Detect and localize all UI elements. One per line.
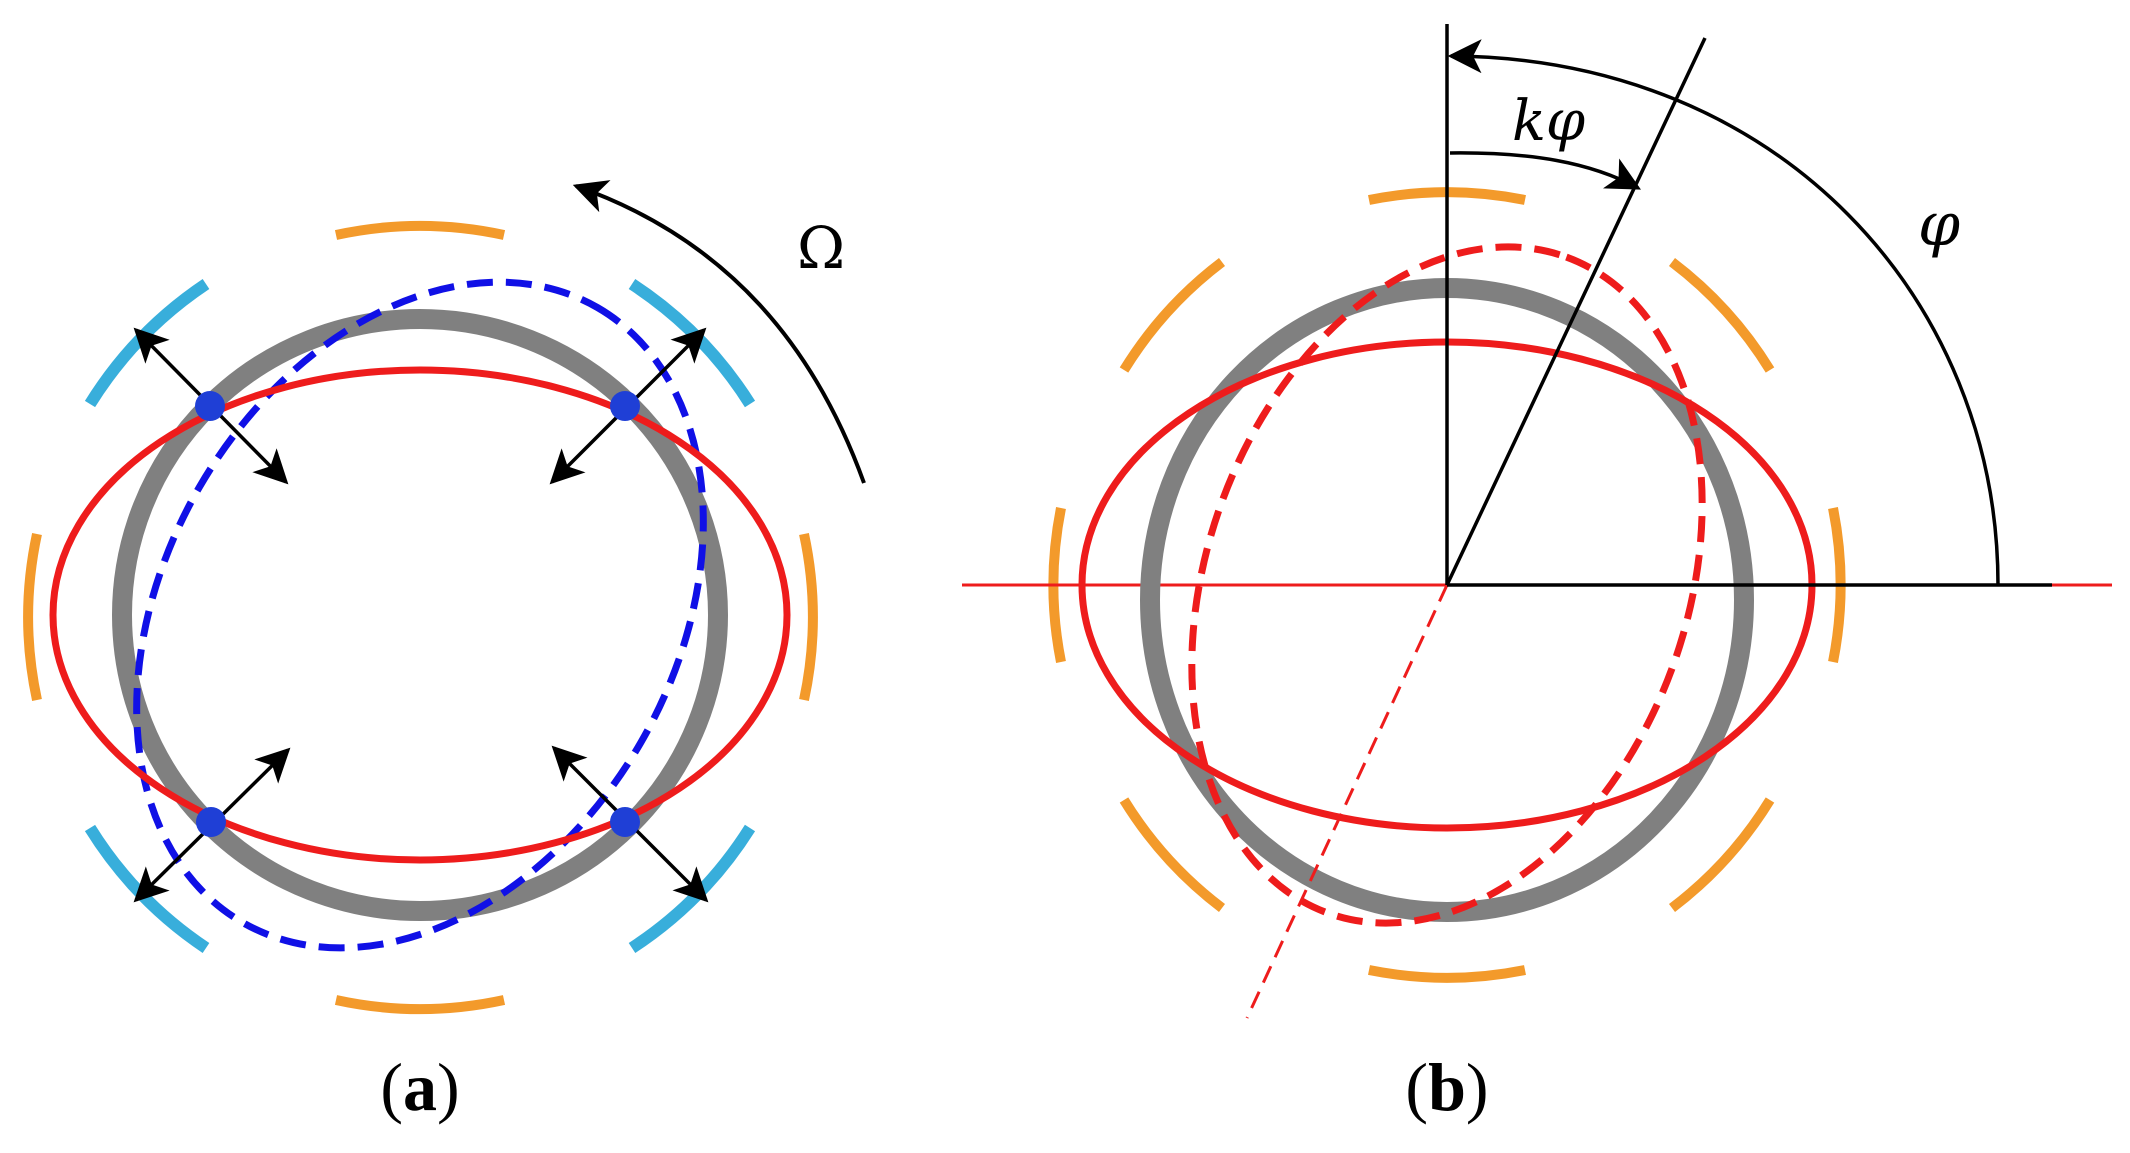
tilted-mode-dashed-a [133,278,707,952]
elliptical-mode-a [49,366,791,864]
panel-a: Ω (a) [23,180,866,1125]
angle-arc-inner [1449,151,1641,190]
electrode-b-bottom-right [1668,797,1775,912]
node-dot-bottom-right [610,807,640,837]
node-dot-top-left [195,391,225,421]
electrode-b-top-right [1668,258,1775,373]
electrode-right-a [799,532,818,702]
rotation-label: Ω [797,214,845,282]
node-dot-bottom-left [196,807,226,837]
panel-b: φ kφ (b) [962,24,2112,1125]
tilted-axis-dashed-b [1245,584,1449,1019]
electrode-top-a [334,221,506,240]
angle-inner-label: kφ [1512,89,1585,154]
electrode-b-bottom [1368,965,1526,983]
tilted-axis-b [1445,37,1707,586]
orange-electrodes-a [23,221,818,1014]
rotation-arrow [572,180,866,484]
electrode-b-top-left [1119,258,1226,373]
electrode-bottom-a [334,995,506,1014]
resonator-ring-a [112,309,728,921]
caption-b: (b) [1405,1049,1488,1125]
angle-outer-label: φ [1918,190,1960,260]
reference-lines-b [1445,24,2052,587]
node-dot-top-right [610,391,640,421]
caption-a: (a) [380,1049,459,1125]
electrode-left-a [23,532,42,702]
angle-arc-outer [1447,39,2000,586]
electrode-b-bottom-left [1119,797,1226,912]
node-dots-a [195,391,640,837]
